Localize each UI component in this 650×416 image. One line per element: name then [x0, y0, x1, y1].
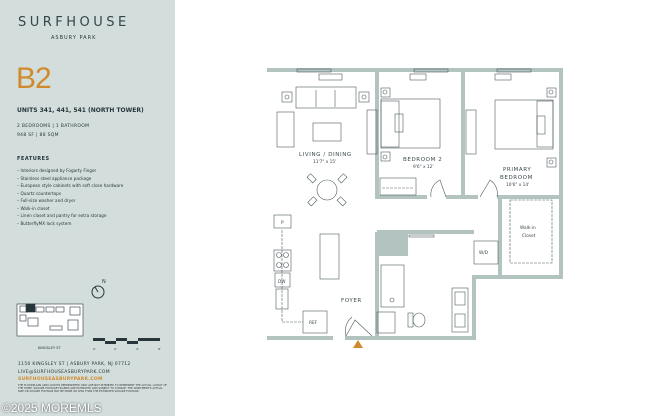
disclaimer: THE FLOORPLANS AND LAYOUTS REPRESENTED O… — [18, 384, 167, 394]
unit-code: B2 — [16, 62, 52, 95]
address: 1150 KINGSLEY ST | ASBURY PARK, NJ 07712 — [18, 362, 131, 367]
features-heading: FEATURES — [17, 156, 50, 162]
linen-closet — [377, 232, 408, 256]
unit-size: 948 SF | 88 SQM — [17, 133, 59, 138]
entry-arrow-icon — [353, 340, 363, 348]
compass-icon — [91, 285, 105, 299]
feature-item: – Stainless steel appliance package — [17, 175, 92, 181]
watermark: ©2025 MOREMLS — [2, 401, 102, 415]
feature-item: – ButterflyMX lock system — [17, 220, 72, 226]
scale-label: 4' — [136, 347, 139, 351]
brand-location: ASBURY PARK — [51, 35, 97, 41]
floor-plan: LIVING / DINING 11'7" x 15' BEDROOM 2 9'… — [267, 68, 563, 348]
website-link[interactable]: SURFHOUSEASBURYPARK.COM — [18, 377, 103, 382]
closet-label: Walk-in — [520, 225, 536, 231]
feature-item: – Walk-in closet — [17, 205, 50, 211]
furniture — [273, 68, 557, 337]
scale-bar — [93, 338, 160, 344]
room-label-primary-2: BEDROOM — [500, 175, 533, 181]
features-list: – Interiors designed by Fogarty Finger –… — [17, 167, 123, 227]
washer-dryer-label: W/D — [479, 250, 489, 256]
room-label-living: LIVING / DINING — [299, 152, 352, 158]
room-label-primary: PRIMARY — [503, 167, 531, 173]
foyer-label: FOYER — [341, 298, 362, 304]
scale-label: 8' — [158, 347, 161, 351]
scale-label: 0' — [93, 347, 96, 351]
feature-item: – Quartz countertops — [17, 190, 62, 196]
compass-north: N — [102, 279, 106, 285]
info-panel: SURFHOUSE ASBURY PARK B2 UNITS 341, 441,… — [0, 0, 175, 416]
room-dim-living: 11'7" x 15' — [313, 159, 336, 165]
closet-label-2: Closet — [522, 233, 536, 239]
dishwasher-label: DW — [278, 279, 286, 285]
street-label: KINGSLEY ST — [38, 346, 62, 350]
ref-label: REF — [309, 320, 318, 326]
walls — [267, 68, 563, 340]
site-plan-icon — [16, 303, 84, 337]
email-link[interactable]: LIVE@SURFHOUSEASBURYPARK.COM — [18, 370, 110, 375]
site-map: N KINGSLEY ST 0' 2' 4' 8' — [16, 279, 161, 351]
feature-item: – Full-size washer and dryer — [17, 198, 76, 203]
unit-rooms: 2 BEDROOMS | 1 BATHROOM — [17, 124, 90, 129]
pantry-label: P — [281, 220, 284, 226]
feature-item: – European style cabinets with soft clos… — [17, 183, 124, 188]
room-dim-primary: 10'6" x 14' — [506, 182, 529, 188]
room-label-bedroom2: BEDROOM 2 — [403, 157, 442, 163]
feature-item: – Linen closet and pantry for extra stor… — [17, 213, 107, 218]
feature-item: – Interiors designed by Fogarty Finger — [17, 168, 97, 173]
room-dim-bedroom2: 9'6" x 12' — [413, 164, 434, 170]
scale-label: 2' — [114, 347, 117, 351]
brand-logo: SURFHOUSE — [18, 15, 130, 30]
unit-numbers: UNITS 341, 441, 541 (NORTH TOWER) — [17, 107, 144, 114]
